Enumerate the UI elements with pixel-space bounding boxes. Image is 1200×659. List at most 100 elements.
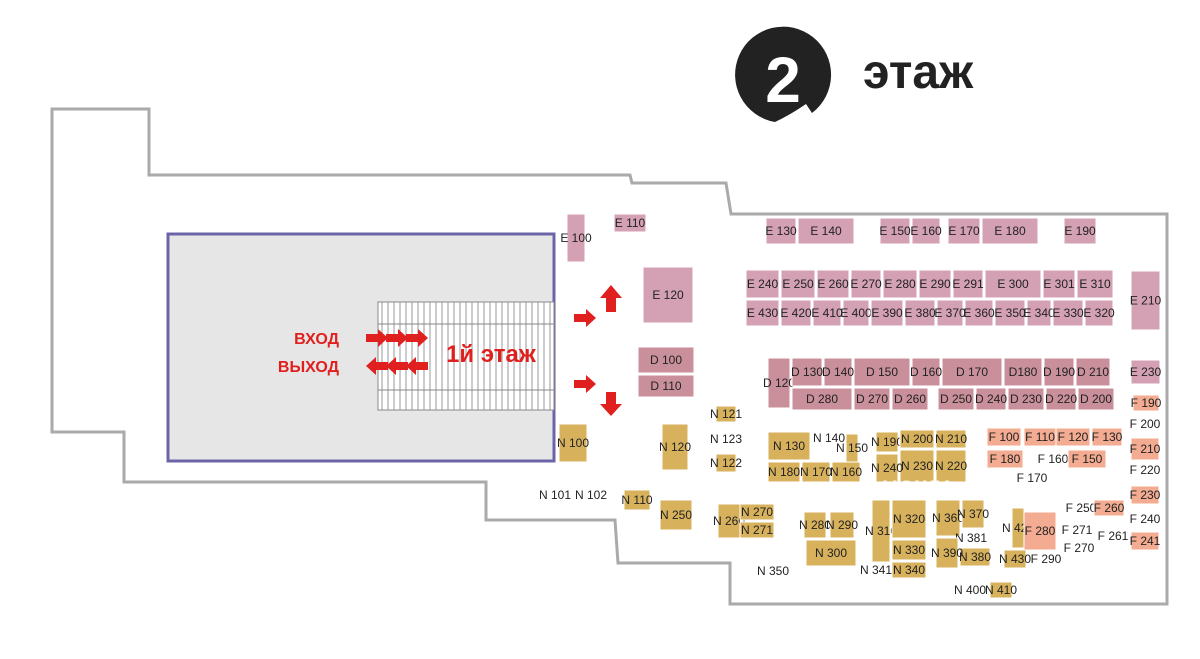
stall-box[interactable] bbox=[935, 449, 967, 483]
stall-box[interactable] bbox=[791, 357, 823, 387]
stall-box[interactable] bbox=[715, 453, 737, 473]
stall-box[interactable] bbox=[899, 429, 935, 449]
stall-e170[interactable]: E 170 bbox=[947, 217, 981, 245]
stall-n250[interactable]: N 250 bbox=[659, 499, 693, 531]
stall-e280[interactable]: E 280 bbox=[882, 269, 918, 299]
stall-n381[interactable]: N 381 bbox=[955, 531, 987, 545]
stall-box[interactable] bbox=[1052, 299, 1084, 327]
stall-f160[interactable]: F 160 bbox=[1038, 452, 1069, 466]
stall-f170[interactable]: F 170 bbox=[1017, 471, 1048, 485]
stall-n330[interactable]: N 330 bbox=[891, 539, 927, 561]
stall-f100[interactable]: F 100 bbox=[986, 427, 1022, 447]
stall-e310[interactable]: E 310 bbox=[1076, 269, 1114, 299]
stall-n350[interactable]: N 350 bbox=[757, 564, 789, 578]
stall-e250[interactable]: E 250 bbox=[780, 269, 816, 299]
stall-d280[interactable]: D 280 bbox=[791, 387, 853, 411]
stall-e370[interactable]: E 370 bbox=[934, 299, 966, 327]
stall-e210[interactable]: E 210 bbox=[1130, 270, 1162, 331]
stall-box[interactable] bbox=[823, 357, 853, 387]
stall-box[interactable] bbox=[816, 269, 850, 299]
stall-n240[interactable]: N 240 bbox=[871, 453, 903, 483]
stall-box[interactable] bbox=[613, 213, 647, 233]
stall-box[interactable] bbox=[767, 431, 811, 461]
stall-n400[interactable]: N 400 bbox=[954, 583, 986, 597]
stall-box[interactable] bbox=[850, 269, 882, 299]
stall-f240[interactable]: F 240 bbox=[1130, 512, 1161, 526]
stall-e160[interactable]: E 160 bbox=[910, 217, 942, 245]
stall-box[interactable] bbox=[1063, 217, 1097, 245]
stall-box[interactable] bbox=[1076, 269, 1114, 299]
stall-box[interactable] bbox=[1130, 531, 1160, 551]
stall-box[interactable] bbox=[941, 357, 1003, 387]
stall-n270[interactable]: N 270 bbox=[739, 503, 775, 521]
stall-box[interactable] bbox=[803, 511, 827, 539]
stall-box[interactable] bbox=[659, 499, 693, 531]
stall-f110[interactable]: F 110 bbox=[1023, 427, 1057, 447]
stall-box[interactable] bbox=[715, 405, 737, 423]
stall-e270[interactable]: E 270 bbox=[850, 269, 882, 299]
stall-n380[interactable]: N 380 bbox=[959, 547, 991, 567]
stall-box[interactable] bbox=[1084, 299, 1114, 327]
stall-e420[interactable]: E 420 bbox=[780, 299, 812, 327]
stall-box[interactable] bbox=[918, 269, 952, 299]
stall-box[interactable] bbox=[994, 299, 1026, 327]
stall-box[interactable] bbox=[911, 357, 941, 387]
stall-box[interactable] bbox=[780, 299, 812, 327]
stall-e230[interactable]: E 230 bbox=[1130, 359, 1162, 385]
stall-f180[interactable]: F 180 bbox=[986, 449, 1024, 469]
stall-box[interactable] bbox=[871, 499, 891, 563]
stall-box[interactable] bbox=[1075, 357, 1111, 387]
stall-d110[interactable]: D 110 bbox=[637, 374, 695, 398]
stall-box[interactable] bbox=[935, 429, 967, 449]
stall-n102[interactable]: N 102 bbox=[575, 488, 607, 502]
stall-n130[interactable]: N 130 bbox=[767, 431, 811, 461]
stall-n230[interactable]: N 230 bbox=[899, 449, 935, 483]
stall-box[interactable] bbox=[642, 266, 694, 324]
stall-box[interactable] bbox=[911, 217, 941, 245]
stall-n280[interactable]: N 280 bbox=[799, 511, 831, 539]
stall-box[interactable] bbox=[882, 269, 918, 299]
stall-e240[interactable]: E 240 bbox=[745, 269, 780, 299]
stall-box[interactable] bbox=[717, 503, 741, 539]
stall-box[interactable] bbox=[637, 374, 695, 398]
stall-box[interactable] bbox=[937, 387, 975, 411]
stall-e300[interactable]: E 300 bbox=[984, 269, 1042, 299]
stall-d170[interactable]: D 170 bbox=[941, 357, 1003, 387]
stall-d150[interactable]: D 150 bbox=[853, 357, 911, 387]
stall-e400[interactable]: E 400 bbox=[840, 299, 872, 327]
stall-n170[interactable]: N 170 bbox=[800, 461, 832, 483]
stall-f271[interactable]: F 271 bbox=[1062, 523, 1093, 537]
stall-box[interactable] bbox=[986, 427, 1022, 447]
stall-box[interactable] bbox=[853, 357, 911, 387]
stall-box[interactable] bbox=[935, 537, 959, 569]
stall-e100[interactable]: E 100 bbox=[560, 213, 592, 263]
stall-f190[interactable]: F 190 bbox=[1131, 394, 1162, 412]
stall-e320[interactable]: E 320 bbox=[1083, 299, 1115, 327]
stall-box[interactable] bbox=[831, 461, 861, 483]
stall-box[interactable] bbox=[1043, 357, 1075, 387]
stall-box[interactable] bbox=[975, 387, 1007, 411]
stall-box[interactable] bbox=[899, 449, 935, 483]
stall-e410[interactable]: E 410 bbox=[811, 299, 843, 327]
stall-box[interactable] bbox=[1003, 549, 1027, 569]
stall-box[interactable] bbox=[1130, 437, 1160, 461]
stall-box[interactable] bbox=[767, 357, 791, 409]
stall-box[interactable] bbox=[1023, 511, 1057, 551]
stall-box[interactable] bbox=[566, 213, 586, 263]
stall-box[interactable] bbox=[1130, 270, 1161, 331]
stall-box[interactable] bbox=[936, 299, 964, 327]
stall-box[interactable] bbox=[1091, 427, 1123, 447]
stall-n210[interactable]: N 210 bbox=[935, 429, 967, 449]
stall-box[interactable] bbox=[1045, 387, 1077, 411]
stall-d130[interactable]: D 130 bbox=[791, 357, 823, 387]
stall-d230[interactable]: D 230 bbox=[1007, 387, 1045, 411]
stall-n220[interactable]: N 220 bbox=[935, 449, 967, 483]
stall-box[interactable] bbox=[1130, 485, 1160, 505]
stall-box[interactable] bbox=[875, 453, 899, 483]
stall-f130[interactable]: F 130 bbox=[1091, 427, 1123, 447]
stall-d140[interactable]: D 140 bbox=[822, 357, 854, 387]
stall-box[interactable] bbox=[745, 299, 780, 327]
stall-box[interactable] bbox=[1132, 394, 1160, 412]
stall-box[interactable] bbox=[780, 269, 816, 299]
stall-box[interactable] bbox=[739, 521, 775, 539]
